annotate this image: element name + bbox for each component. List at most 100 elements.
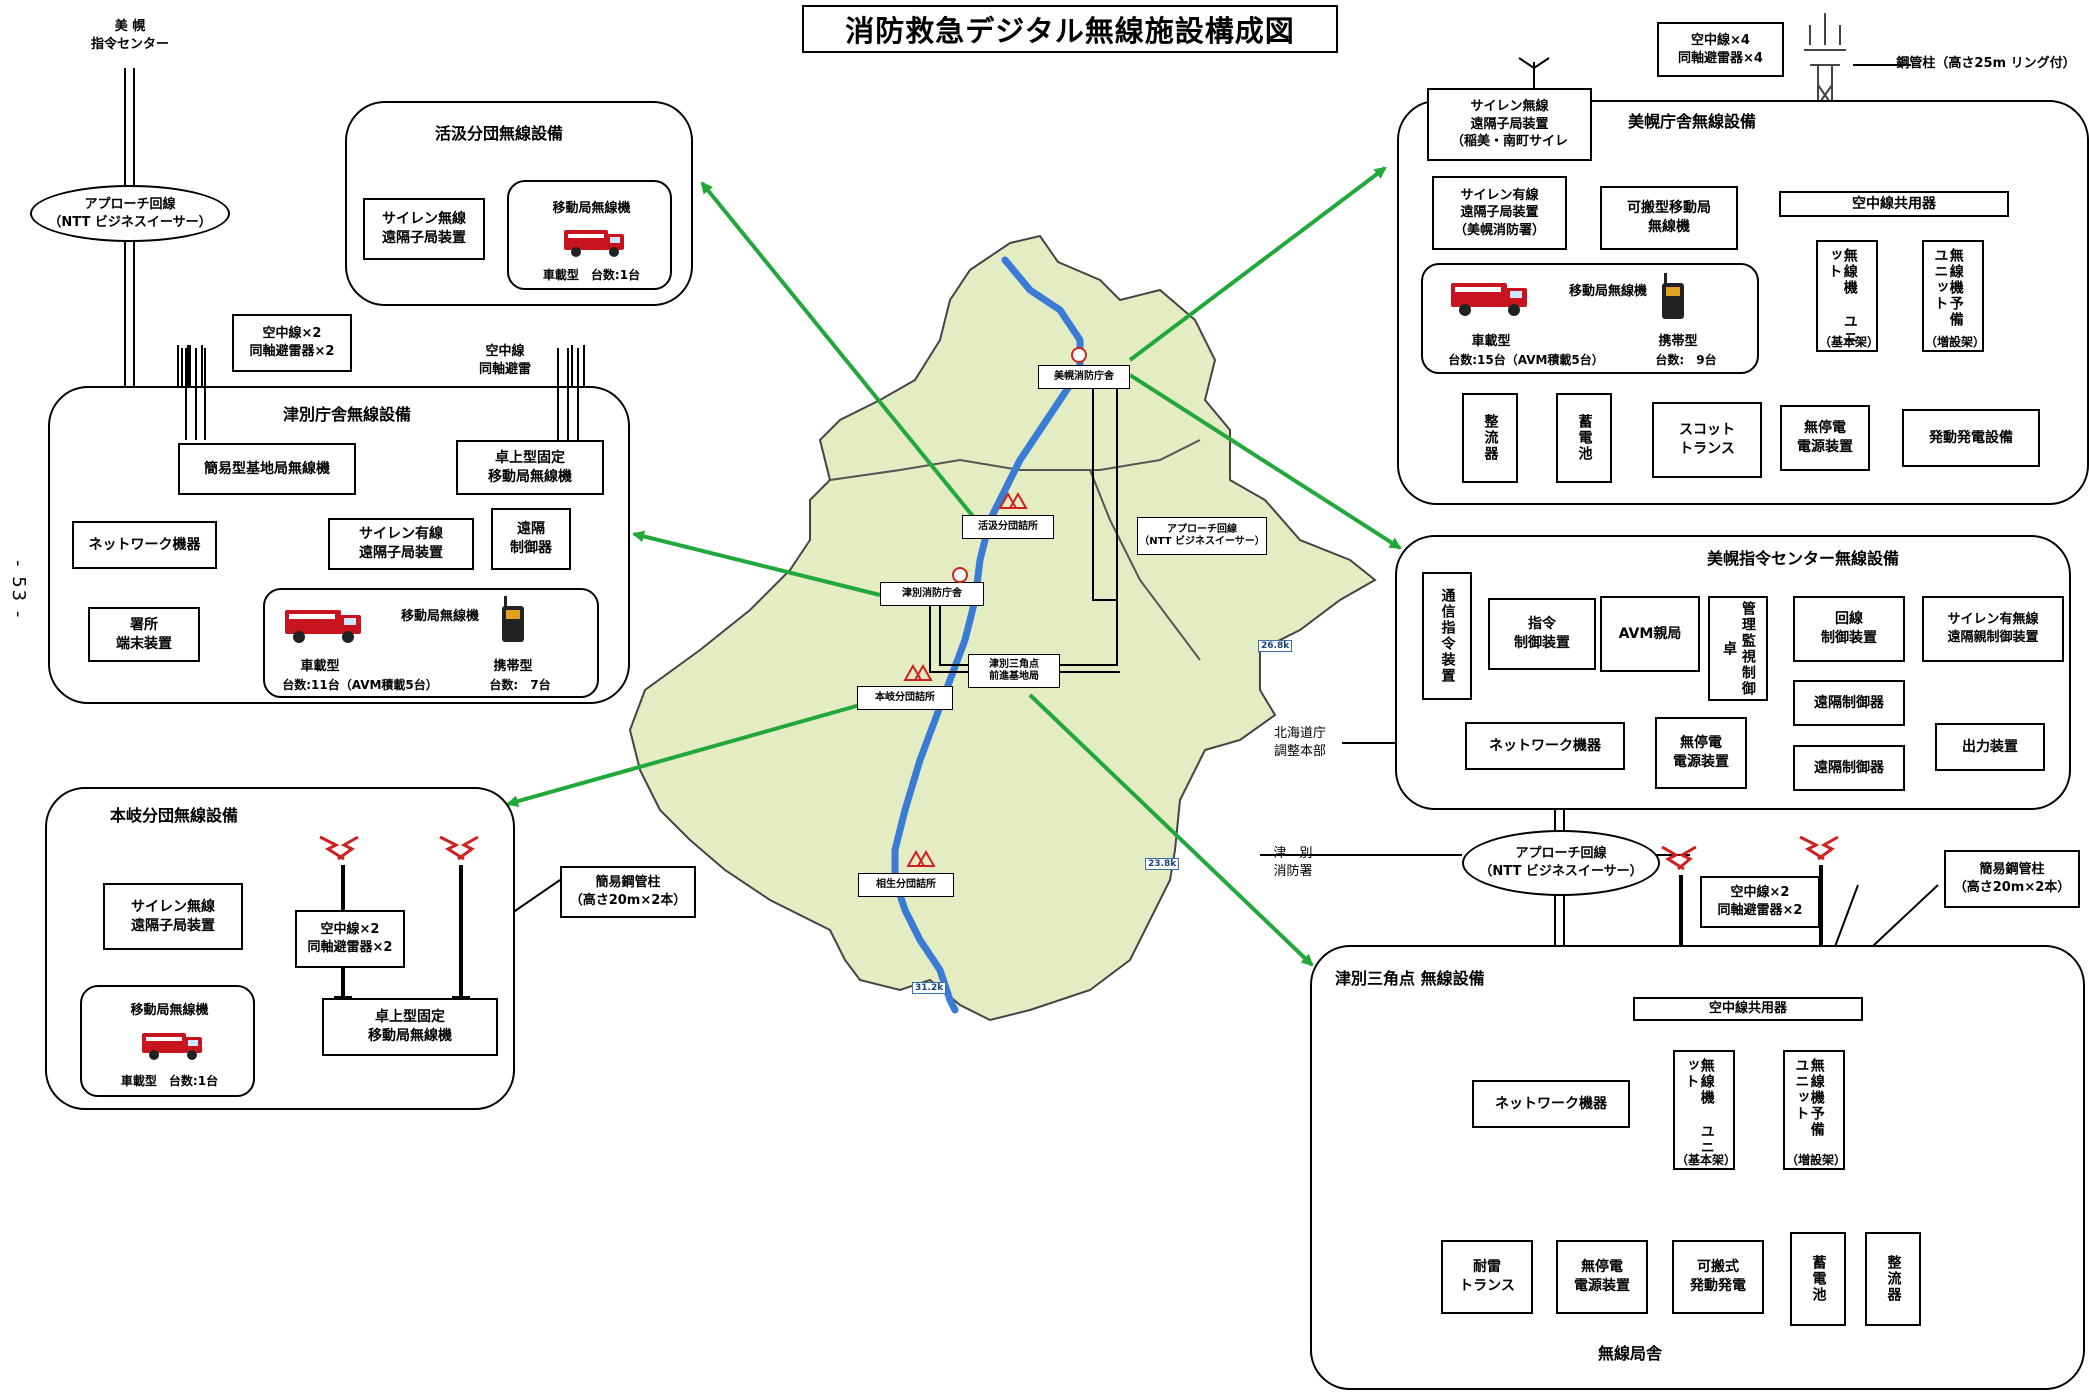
kappan-mobile-detail: 車載型 台数:1台 — [542, 268, 641, 282]
bihoro-vehicle-count: 台数:15台（AVM積載5台） — [1448, 353, 1604, 367]
tsubetsu-antenna-note-left: 空中線×2 同軸避雷器×2 — [232, 314, 352, 372]
bihoro-mobile-title: 移動局無線機 — [1568, 284, 1647, 299]
bihoro-command-label: 美 幌 指令センター — [90, 19, 169, 52]
command-line-ctrl: 回線 制御装置 — [1793, 596, 1905, 662]
bihoro-vehicle-label: 車載型 — [1471, 334, 1511, 349]
kappan-siren-box: サイレン無線 遠隔子局装置 — [363, 198, 485, 260]
command-monitor: 管理監視制御卓 — [1708, 596, 1768, 701]
bihoro-unit-basic: 無線機 ユニット （基本架） — [1816, 240, 1879, 352]
sankaku-unit-extra-sub: （増設架） — [1785, 1153, 1846, 1167]
honki-mobile-detail: 車載型 台数:1台 — [120, 1074, 219, 1088]
tsubetsu-mobile-title: 移動局無線機 — [400, 609, 479, 624]
bihoro-title: 美幌庁舎無線設備 — [1628, 112, 1757, 131]
command-ups: 無停電 電源装置 — [1655, 717, 1747, 789]
sankaku-antenna: 空中線×2 同軸避雷器×2 — [1700, 876, 1820, 928]
bihoro-antenna-share: 空中線共用器 — [1779, 191, 2009, 217]
bihoro-ups: 無停電 電源装置 — [1780, 405, 1870, 471]
bihoro-top-antenna: 空中線×4 同軸避雷器×4 — [1657, 22, 1784, 77]
honki-siren: サイレン無線 遠隔子局装置 — [103, 883, 243, 950]
town-map — [628, 234, 1377, 1022]
map-aioi-post: 相生分団詰所 — [858, 873, 954, 897]
tsubetsu-title: 津別庁舎無線設備 — [283, 405, 412, 424]
fire-truck-icon — [285, 610, 361, 643]
bihoro-pole-note: 鋼管柱（高さ25m リング付） — [1896, 56, 2076, 71]
sankaku-unit-basic: 無線機 ユニット （基本架） — [1673, 1050, 1736, 1170]
bihoro-siren-wired: サイレン有線 遠隔子局装置 （美幌消防署） — [1432, 176, 1567, 250]
bihoro-siren-radio: サイレン無線 遠隔子局装置 （稲美・南町サイレ — [1427, 88, 1592, 161]
tsubetsu-portable-count: 台数: 7台 — [489, 678, 551, 692]
sankaku-pole-note: 簡易鋼管柱 （高さ20m×2本） — [1944, 850, 2080, 908]
handheld-radio-icon — [1662, 273, 1684, 319]
bihoro-portable-count: 台数: 9台 — [1655, 353, 1717, 367]
sankaku-unit-basic-label: 無線機 ユニット — [1683, 1058, 1715, 1156]
bihoro-generator: 発動発電設備 — [1902, 409, 2040, 467]
command-remote-1: 遠隔制御器 — [1793, 680, 1905, 726]
sankaku-shelter-label: 無線局舎 — [1598, 1344, 1663, 1363]
sankaku-antenna-share: 空中線共用器 — [1633, 997, 1863, 1021]
sankaku-title: 津別三角点 無線設備 — [1335, 969, 1485, 988]
command-hokkaido: 北海道庁 調整本部 — [1273, 726, 1326, 760]
honki-title: 本岐分団無線設備 — [110, 806, 239, 825]
approach-line-oval-left: アプローチ回線 （NTT ビジネスイーサー） — [30, 185, 230, 242]
map-bihoro-fire: 美幌消防庁舎 — [1038, 365, 1130, 389]
command-remote-2: 遠隔制御器 — [1793, 745, 1905, 791]
kappan-mobile-title: 移動局無線機 — [552, 201, 631, 216]
bihoro-unit-basic-label: 無線機 ユニット — [1826, 248, 1858, 346]
approach-line-oval-right: アプローチ回線 （NTT ビジネスイーサー） — [1462, 830, 1660, 896]
tsubetsu-mobile-box: 移動局無線機 車載型 台数:11台（AVM積載5台） 携帯型 台数: 7台 — [263, 588, 599, 698]
command-comm-control: 通信指令装置 — [1422, 572, 1472, 700]
sankaku-unit-extra: 無線機予備 ユニット （増設架） — [1783, 1050, 1846, 1170]
page-number: - 53 - — [8, 560, 29, 620]
sankaku-network: ネットワーク機器 — [1472, 1080, 1630, 1128]
map-distance-1: 26.8k — [1258, 640, 1293, 652]
bihoro-unit-basic-sub: （基本架） — [1818, 335, 1879, 349]
sankaku-battery: 蓄電池 — [1790, 1232, 1846, 1326]
command-command-ctrl: 指令 制御装置 — [1488, 598, 1596, 670]
map-tsubetsu-fire: 津別消防庁舎 — [880, 582, 984, 606]
tsubetsu-network: ネットワーク機器 — [72, 521, 217, 569]
command-avm: AVM親局 — [1600, 596, 1700, 672]
tsubetsu-portable-label: 携帯型 — [493, 659, 533, 674]
sankaku-unit-extra-label: 無線機予備 ユニット — [1793, 1058, 1825, 1138]
fire-truck-icon — [564, 230, 624, 257]
sankaku-portable-gen: 可搬式 発動発電 — [1672, 1240, 1764, 1314]
map-approach: アプローチ回線 （NTT ビジネスイーサー） — [1137, 517, 1267, 555]
map-sankaku: 津別三角点 前進基地局 — [968, 654, 1060, 688]
honki-mobile-box: 移動局無線機 車載型 台数:1台 — [80, 985, 255, 1097]
handheld-radio-icon — [502, 596, 524, 642]
map-kappan-post: 活汲分団詰所 — [962, 515, 1054, 539]
command-network: ネットワーク機器 — [1465, 722, 1625, 770]
bihoro-portable-label: 携帯型 — [1658, 334, 1698, 349]
fire-truck-icon — [1451, 283, 1527, 316]
fire-truck-icon — [142, 1033, 202, 1060]
kappan-mobile-box: 移動局無線機 車載型 台数:1台 — [507, 180, 672, 290]
bihoro-scott: スコット トランス — [1652, 402, 1762, 478]
command-tsubetsu-station: 津 別 消防署 — [1273, 846, 1313, 880]
page-title: 消防救急デジタル無線施設構成図 — [802, 5, 1338, 53]
map-honki-post: 本岐分団詰所 — [857, 686, 953, 710]
honki-antenna: 空中線×2 同軸避雷器×2 — [295, 910, 405, 968]
honki-desk-mobile: 卓上型固定 移動局無線機 — [322, 998, 498, 1056]
map-distance-2: 23.8k — [1145, 858, 1180, 870]
command-output: 出力装置 — [1935, 723, 2045, 771]
sankaku-ups: 無停電 電源装置 — [1556, 1240, 1648, 1314]
bihoro-mobile-box: 移動局無線機 車載型 台数:15台（AVM積載5台） 携帯型 台数: 9台 — [1421, 263, 1759, 374]
map-distance-3: 31.2k — [912, 982, 947, 994]
sankaku-unit-basic-sub: （基本架） — [1675, 1153, 1736, 1167]
bihoro-portable-mobile: 可搬型移動局 無線機 — [1600, 186, 1738, 250]
honki-pole-note: 簡易鋼管柱 （高さ20m×2本） — [560, 866, 696, 918]
tsubetsu-vehicle-count: 台数:11台（AVM積載5台） — [282, 678, 438, 692]
connection-arrows — [506, 166, 1402, 967]
sankaku-rectifier: 整流器 — [1865, 1232, 1921, 1326]
tsubetsu-siren-wired: サイレン有線 遠隔子局装置 — [328, 518, 474, 570]
bihoro-unit-extra-label: 無線機予備 ユニット — [1932, 248, 1964, 328]
honki-poles — [319, 835, 479, 998]
bihoro-battery: 蓄電池 — [1556, 393, 1612, 483]
command-siren-ctrl: サイレン有無線 遠隔親制御装置 — [1922, 596, 2064, 662]
kappan-title: 活汲分団無線設備 — [435, 124, 564, 143]
bihoro-rectifier: 整流器 — [1462, 393, 1518, 483]
bihoro-unit-extra: 無線機予備 ユニット （増設架） — [1922, 240, 1985, 352]
tsubetsu-antenna-note-right: 空中線 同軸避雷 — [478, 344, 531, 377]
tsubetsu-desk-mobile: 卓上型固定 移動局無線機 — [456, 440, 604, 495]
bihoro-unit-extra-sub: （増設架） — [1924, 335, 1985, 349]
